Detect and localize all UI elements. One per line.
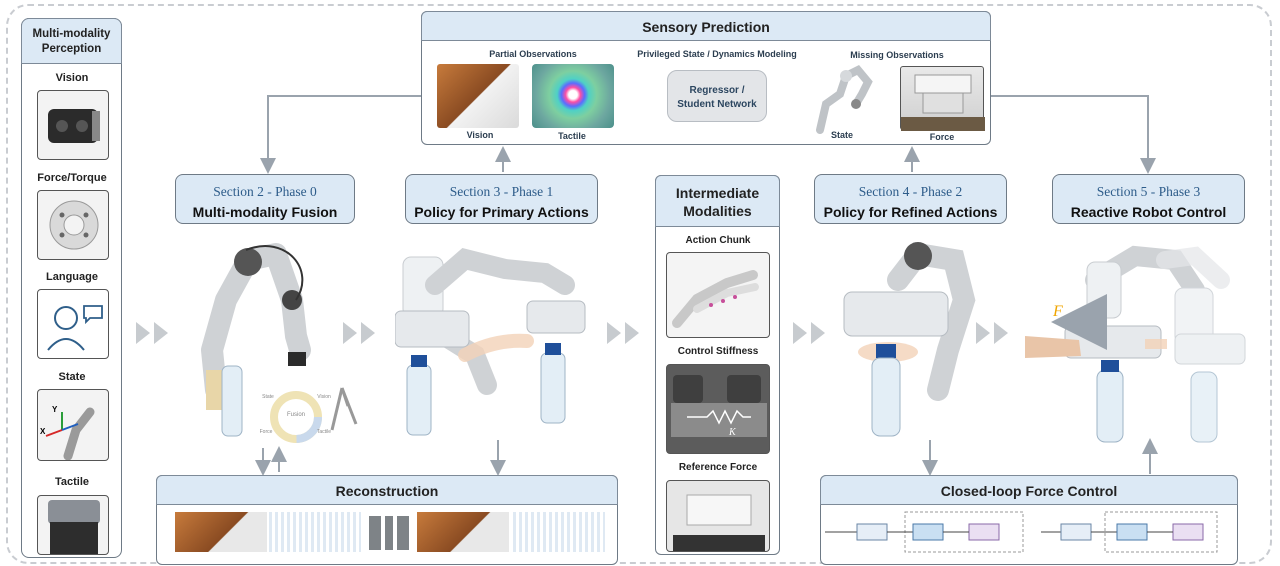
svg-text:Y: Y xyxy=(52,405,58,414)
force-symbol: F xyxy=(1052,303,1063,320)
state-robot-image xyxy=(812,64,882,136)
reconstruction-panel: Reconstruction xyxy=(156,475,618,565)
force-torque-sensor-icon xyxy=(37,190,109,260)
partial-observations-label: Partial Observations xyxy=(489,49,577,59)
tactile-observation-image xyxy=(532,64,614,128)
perception-force-label: Force/Torque xyxy=(37,172,107,184)
phase-1-robot-image xyxy=(395,245,590,440)
state-caption: State xyxy=(830,130,853,140)
gelsight-sensor-icon xyxy=(37,495,109,555)
vision-observation-image xyxy=(437,64,519,128)
action-chunk-label: Action Chunk xyxy=(685,235,751,246)
flow-chevron-5 xyxy=(976,322,1022,344)
flow-chevron-3 xyxy=(607,322,653,344)
speaking-person-icon xyxy=(37,289,109,359)
sensory-prediction-panel: Sensory Prediction Partial Observations … xyxy=(421,11,991,145)
perception-title: Multi-modality Perception xyxy=(32,28,111,55)
privileged-state-label: Privileged State / Dynamics Modeling xyxy=(637,49,797,59)
phase-0-section: Section 2 - Phase 0 xyxy=(213,184,317,199)
phase-2-name: Policy for Refined Actions xyxy=(823,204,998,220)
phase-2-robot-image xyxy=(838,240,998,442)
phase-3-name: Reactive Robot Control xyxy=(1070,204,1227,220)
intermediate-header: Intermediate Modalities xyxy=(655,175,780,227)
phase-3-robot-image: F xyxy=(1025,240,1250,445)
perception-vision-label: Vision xyxy=(55,72,89,84)
flow-chevron-2 xyxy=(343,322,389,344)
action-chunk-image xyxy=(666,252,770,338)
phase-1-name: Policy for Primary Actions xyxy=(414,204,589,220)
phase-3-header: Section 5 - Phase 3 Reactive Robot Contr… xyxy=(1052,174,1245,224)
fusion-state-label: State xyxy=(262,394,274,400)
flow-chevron-1 xyxy=(136,322,182,344)
fusion-force-label: Force xyxy=(259,429,273,435)
phase-2-header: Section 4 - Phase 2 Policy for Refined A… xyxy=(814,174,1007,224)
reconstruction-header: Reconstruction xyxy=(156,475,618,505)
reconstruction-title: Reconstruction xyxy=(335,483,439,499)
camera-icon xyxy=(37,90,109,160)
perception-language-label: Language xyxy=(46,271,98,283)
control-stiffness-label: Control Stiffness xyxy=(677,346,759,357)
flow-chevron-4 xyxy=(793,322,839,344)
sensory-prediction-title: Sensory Prediction xyxy=(642,19,770,35)
phase-0-robot-image: Fusion State Vision Force Tactile xyxy=(176,240,366,445)
fusion-tactile-label: Tactile xyxy=(316,429,332,435)
reference-force-image xyxy=(666,480,770,552)
autoencoder-icon xyxy=(369,516,409,550)
control-stiffness-image: K xyxy=(666,364,770,454)
force-caption: Force xyxy=(929,132,955,142)
closed-loop-title: Closed-loop Force Control xyxy=(940,483,1118,499)
phase-0-name: Multi-modality Fusion xyxy=(192,204,338,220)
missing-observations-label: Missing Observations xyxy=(850,50,944,60)
reference-force-label: Reference Force xyxy=(678,462,758,473)
vision-caption: Vision xyxy=(466,130,494,140)
phase-3-section: Section 5 - Phase 3 xyxy=(1096,184,1201,199)
control-block-diagram xyxy=(825,511,1218,553)
phase-0-header: Section 2 - Phase 0 Multi-modality Fusio… xyxy=(175,174,355,224)
intermediate-title: Intermediate Modalities xyxy=(675,185,760,219)
svg-text:X: X xyxy=(40,427,46,436)
reconstruction-input-image xyxy=(175,512,267,552)
perception-sidebar: Multi-modality Perception Vision Force/T… xyxy=(21,18,122,558)
phase-1-section: Section 3 - Phase 1 xyxy=(449,184,554,199)
reconstruction-output-mesh xyxy=(513,512,605,552)
sensory-prediction-header: Sensory Prediction xyxy=(421,11,991,41)
tactile-caption: Tactile xyxy=(558,131,586,141)
phase-1-header: Section 3 - Phase 1 Policy for Primary A… xyxy=(405,174,598,224)
reconstruction-output-image xyxy=(417,512,509,552)
reconstruction-mesh-image xyxy=(269,512,361,552)
regressor-label: Regressor / Student Network xyxy=(677,85,757,110)
stiffness-symbol: K xyxy=(728,427,737,438)
phase-2-section: Section 4 - Phase 2 xyxy=(858,184,963,199)
perception-tactile-label: Tactile xyxy=(54,476,90,488)
perception-state-label: State xyxy=(58,371,86,383)
intermediate-modalities-panel: Intermediate Modalities Action Chunk Con… xyxy=(655,175,780,555)
perception-header: Multi-modality Perception xyxy=(21,18,122,64)
closed-loop-panel: Closed-loop Force Control xyxy=(820,475,1238,565)
regressor-node: Regressor / Student Network xyxy=(667,70,767,122)
force-observation-image xyxy=(900,66,985,131)
closed-loop-header: Closed-loop Force Control xyxy=(820,475,1238,505)
fusion-vision-label: Vision xyxy=(317,394,331,400)
fusion-center-label: Fusion xyxy=(286,412,305,418)
